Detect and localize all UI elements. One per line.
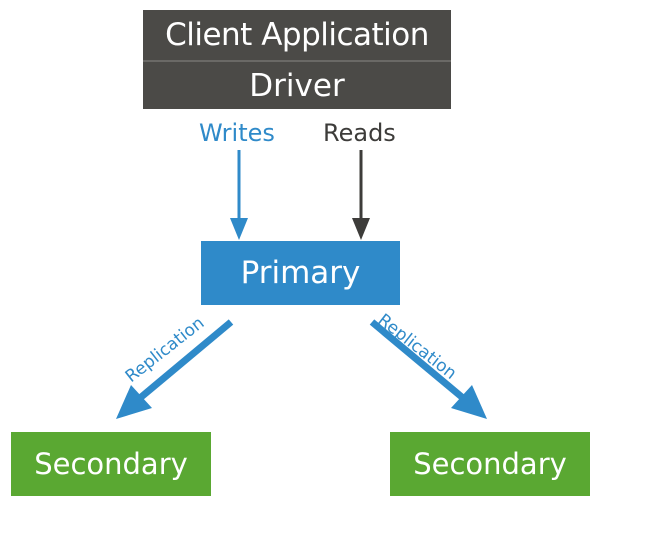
- reads-arrow: [352, 150, 370, 240]
- primary-box: Primary: [201, 241, 400, 305]
- reads-label: Reads: [323, 119, 396, 147]
- secondary-right-box: Secondary: [390, 432, 590, 496]
- writes-arrow: [230, 150, 248, 240]
- replication-right-arrow: [369, 319, 487, 419]
- driver-box: Driver: [143, 62, 451, 109]
- client-driver-divider: [143, 60, 451, 62]
- client-application-box: Client Application: [143, 10, 451, 60]
- secondary-left-box: Secondary: [11, 432, 211, 496]
- writes-label: Writes: [199, 119, 275, 147]
- replication-left-arrow: [116, 319, 234, 419]
